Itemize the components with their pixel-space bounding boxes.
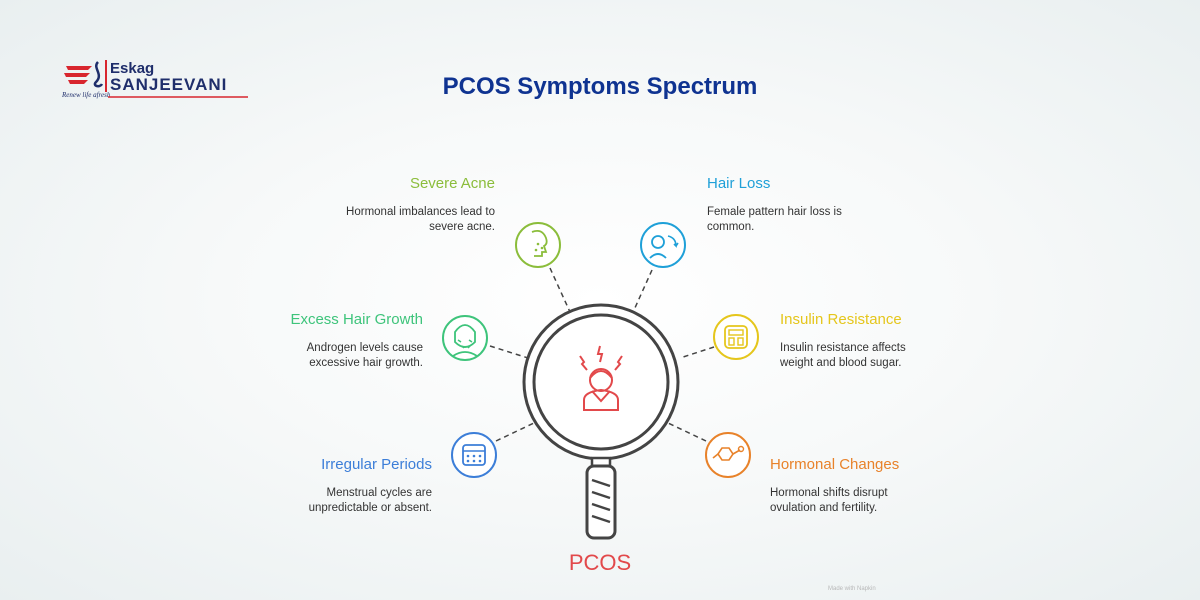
brand-name-top: Eskag	[110, 60, 155, 77]
symptom-severe-acne: Severe Acne Hormonal imbalances lead to …	[255, 175, 495, 235]
molecule-icon	[705, 432, 751, 478]
symptom-insulin-resistance: Insulin Resistance Insulin resistance af…	[780, 311, 1020, 371]
excess-hair-title: Excess Hair Growth	[290, 311, 423, 328]
hair-loss-desc-line2: common.	[707, 221, 755, 233]
magnifier-icon	[522, 303, 680, 540]
excess-hair-desc-line1: Androgen levels cause	[306, 342, 423, 354]
symptom-irregular-periods: Irregular Periods Menstrual cycles are u…	[192, 456, 432, 516]
symptom-hormonal-changes: Hormonal Changes Hormonal shifts disrupt…	[770, 456, 1010, 516]
brand-logo: Eskag SANJEEVANI Renew life afresh	[62, 58, 252, 104]
footnote: Made with Napkin	[828, 586, 876, 592]
logo-wings-icon	[64, 60, 107, 92]
severe-acne-desc-line2: severe acne.	[429, 221, 495, 233]
excess-hair-desc: Androgen levels cause excessive hair gro…	[183, 341, 423, 371]
hormonal-changes-title: Hormonal Changes	[770, 456, 900, 473]
hormonal-changes-desc-line1: Hormonal shifts disrupt	[770, 487, 888, 499]
center-label: PCOS	[568, 550, 632, 575]
hair-loss-desc-line1: Female pattern hair loss is	[707, 206, 842, 218]
insulin-resistance-desc-line1: Insulin resistance affects	[780, 342, 906, 354]
irregular-periods-desc-line2: unpredictable or absent.	[308, 502, 432, 514]
hairy-face-icon	[442, 315, 488, 361]
insulin-resistance-desc: Insulin resistance affects weight and bl…	[780, 341, 1020, 371]
hair-loss-desc: Female pattern hair loss is common.	[707, 205, 947, 235]
severe-acne-title: Severe Acne	[409, 175, 495, 192]
brand-name-main: SANJEEVANI	[110, 75, 228, 94]
connector-lines	[489, 267, 715, 442]
hair-loss-title: Hair Loss	[707, 175, 771, 192]
page-title: PCOS Symptoms Spectrum	[442, 73, 758, 100]
calendar-icon	[451, 432, 497, 478]
symptom-hair-loss: Hair Loss Female pattern hair loss is co…	[707, 175, 947, 235]
severe-acne-desc: Hormonal imbalances lead to severe acne.	[255, 205, 495, 235]
excess-hair-desc-line2: excessive hair growth.	[309, 357, 423, 369]
irregular-periods-desc-line1: Menstrual cycles are	[326, 487, 432, 499]
severe-acne-desc-line1: Hormonal imbalances lead to	[346, 206, 495, 218]
hormonal-changes-desc: Hormonal shifts disrupt ovulation and fe…	[770, 486, 1010, 516]
hormonal-changes-desc-line2: ovulation and fertility.	[770, 502, 878, 514]
insulin-resistance-title: Insulin Resistance	[780, 311, 902, 328]
hair-loss-icon	[640, 222, 686, 268]
symptom-excess-hair-growth: Excess Hair Growth Androgen levels cause…	[183, 311, 423, 371]
brand-tagline: Renew life afresh	[62, 91, 111, 99]
face-acne-icon	[515, 222, 561, 268]
logo-underline	[108, 96, 248, 98]
weight-scale-icon	[713, 314, 759, 360]
irregular-periods-desc: Menstrual cycles are unpredictable or ab…	[192, 486, 432, 516]
irregular-periods-title: Irregular Periods	[321, 456, 432, 473]
insulin-resistance-desc-line2: weight and blood sugar.	[780, 357, 902, 369]
stressed-woman-icon	[579, 345, 623, 411]
